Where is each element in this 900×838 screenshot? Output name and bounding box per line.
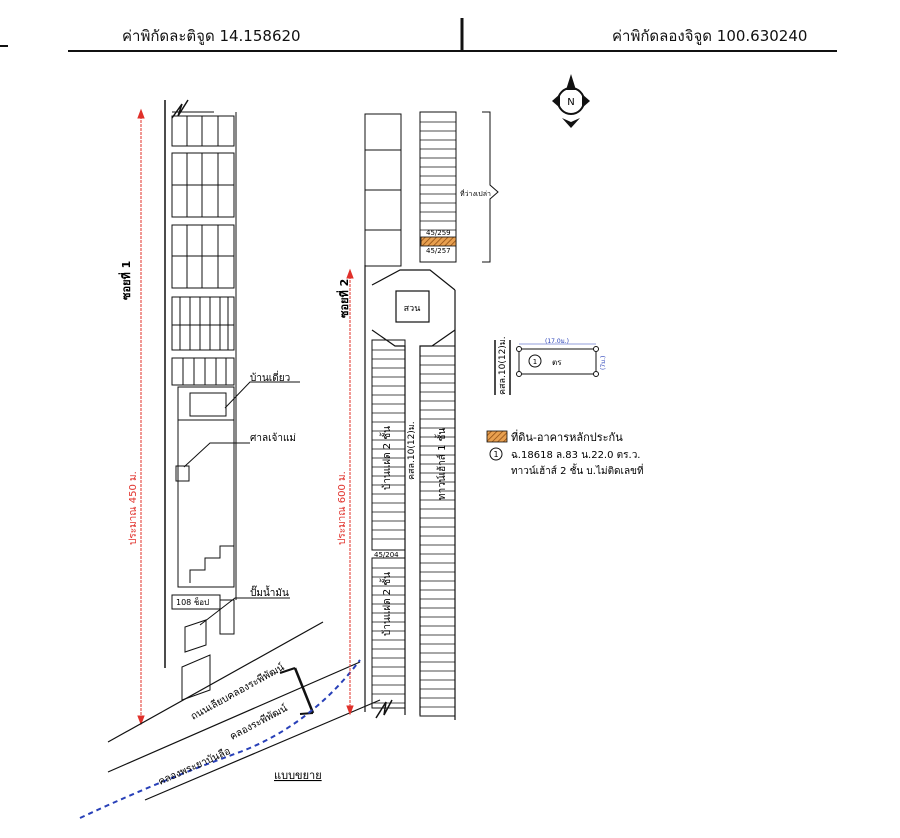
legend-item-2-number: 1: [493, 450, 498, 459]
latitude-text: ค่าพิกัดละติจูด 14.158620: [122, 27, 301, 45]
empty-land-label: ที่ว่างเปล่า: [460, 189, 491, 198]
shophouse-rows: [372, 349, 455, 708]
garden-label: สวน: [404, 304, 421, 314]
legend-item-2-line-1: ฉ.18618 ล.83 น.22.0 ตร.ว.: [511, 450, 641, 461]
townhouse-rows-top: [420, 121, 456, 231]
expand-label: แบบขยาย: [274, 769, 322, 782]
legend-item-1: ที่ดิน-อาคารหลักประกัน: [511, 429, 623, 444]
plot-b-label: 45/257: [426, 247, 451, 255]
dimension-right: [346, 268, 354, 716]
shophouse-outlines: [371, 339, 456, 717]
detail-plot-text: ตร: [552, 358, 562, 367]
shophouse-label-1: บ้านแฝด 2 ชั้น: [379, 426, 393, 490]
legend-hatch-swatch: [486, 430, 508, 443]
longitude-text: ค่าพิกัดลองจิจูด 100.630240: [612, 27, 808, 45]
soi-1-label: ซอยที่ 1: [118, 261, 133, 300]
plot-a-label: 45/259: [426, 229, 451, 237]
gas-station-label: ปั๊มน้ำมัน: [250, 585, 289, 599]
detail-circle-number: 1: [533, 358, 537, 366]
distance-left-label: ประมาณ 450 ม.: [128, 471, 139, 545]
dimension-left: [137, 108, 145, 726]
legend: ที่ดิน-อาคารหลักประกัน 1 ฉ.18618 ล.83 น.…: [486, 429, 644, 477]
shophouse-label-2: บ้านแฝด 2 ชั้น: [379, 572, 393, 636]
legend-circle-icon: [489, 447, 503, 461]
townhouse-label: ทาวน์เฮ้าส์ 1 ชั้น: [434, 428, 448, 500]
header: ค่าพิกัดละติจูด 14.158620 ค่าพิกัดลองจิจ…: [0, 0, 900, 56]
collateral-plot: [420, 236, 457, 247]
canal-label: คลองพระยาบันลือ: [156, 745, 232, 788]
shop-label: 108 ช็อป: [176, 597, 209, 607]
road-soi-1: [164, 99, 237, 668]
detail-inset: [494, 340, 599, 395]
north-arrow-icon: N: [552, 74, 590, 128]
bracket: [482, 111, 499, 263]
detail-top-dimension: (17.0ม.): [545, 338, 569, 345]
detail-road-label: คสล.10(12)ม.: [498, 336, 508, 395]
distance-right-label: ประมาณ 600 ม.: [337, 471, 348, 545]
canal-line: [79, 659, 361, 819]
plot-c-label: 45/204: [374, 551, 399, 559]
compass-letter: N: [567, 97, 574, 108]
canal-road: [107, 621, 381, 801]
header-rule: [0, 18, 837, 52]
road-width-label: คสล.10(12)ม.: [407, 421, 417, 480]
house-label: บ้านเดี่ยว: [250, 370, 290, 384]
building-blocks-right-top: [364, 111, 457, 267]
canal-name-label: คลองระพีพัฒน์: [228, 702, 290, 742]
shrine-label: ศาลเจ้าแม่: [250, 432, 296, 444]
soi-2-label: ซอยที่ 2: [336, 279, 351, 318]
detail-side-dimension: (7ม.): [600, 356, 607, 370]
leader-lines-left: [183, 381, 300, 626]
building-blocks-left: [171, 115, 235, 701]
legend-item-2-line-2: ทาวน์เฮ้าส์ 2 ชั้น บ.ไม่ติดเลขที่: [511, 463, 644, 477]
